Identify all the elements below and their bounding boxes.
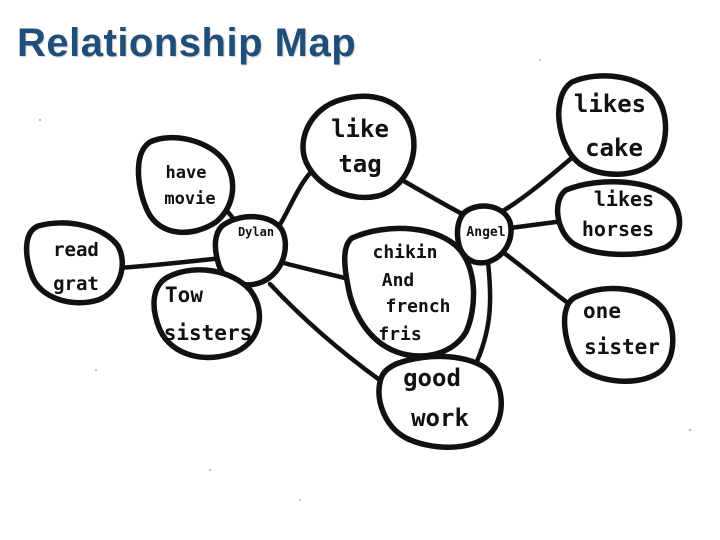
node-shape-good-work (376, 353, 504, 450)
node-shape-likes-cake (556, 73, 669, 177)
edge-dylan-good-work (267, 281, 391, 389)
edge-angel-likes-horses (507, 219, 559, 231)
node-shape-likes-horses (554, 179, 683, 258)
node-shape-angel (454, 203, 514, 266)
node-shape-dylan (212, 213, 289, 288)
node-shape-two-sisters (151, 267, 263, 361)
node-shape-chicken-fries (342, 225, 477, 359)
edge-angel-good-work (471, 259, 493, 371)
edge-angel-one-sister (497, 247, 575, 309)
node-label-angel: Angel (466, 225, 505, 240)
node-shape-one-sister (561, 285, 676, 384)
page-title: Relationship Map (17, 21, 357, 65)
edge-dylan-read-great (115, 255, 225, 271)
node-shapes (23, 73, 683, 450)
edge-like-tag-angel (399, 177, 473, 221)
node-shape-like-tag (300, 93, 417, 201)
node-shape-read-great (23, 220, 125, 306)
edge-angel-likes-cake (495, 153, 577, 217)
node-shape-have-movie (135, 134, 236, 236)
node-label-dylan: Dylan (238, 225, 274, 239)
